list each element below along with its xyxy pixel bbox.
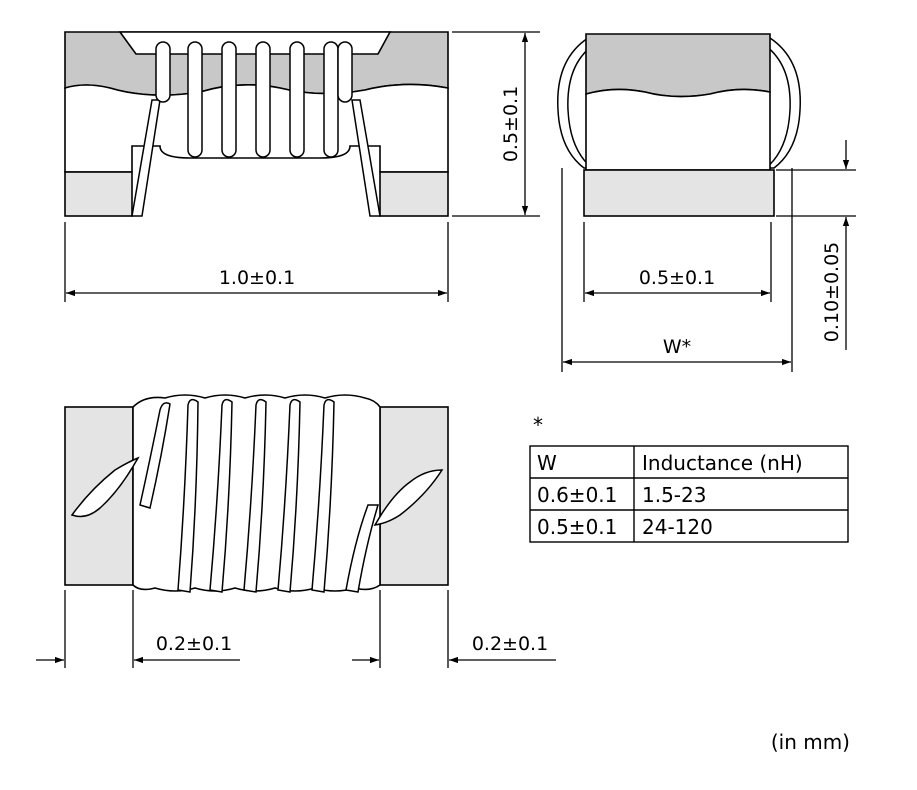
dim-bottom-right-terminal: 0.2±0.1 [352,590,556,668]
table-cell: 0.6±0.1 [537,483,617,507]
top-view-lead-right [373,469,444,526]
dim-bottom-left-terminal: 0.2±0.1 [36,590,240,668]
dim-end-total-width: W* [561,168,793,372]
top-view-lead-left [70,456,140,518]
table-header-inductance: Inductance (nH) [642,451,803,475]
top-view-coil [139,398,380,593]
dim-end-width: 0.5±0.1 [583,222,772,302]
dim-side-length-label: 1.0±0.1 [219,267,295,289]
end-view-core [585,88,771,171]
table-footnote-mark: * [533,413,543,437]
inductance-table: * W Inductance (nH) 0.6±0.1 1.5-23 0.5±0… [529,413,849,543]
table-cell: 1.5-23 [642,483,706,507]
side-view-terminal-left [64,171,133,217]
dim-bottom-left-terminal-label: 0.2±0.1 [156,633,232,655]
side-view-coil [155,41,353,158]
dim-side-height: 0.5±0.1 [452,31,540,217]
end-view-wire-right [763,36,801,169]
end-view-terminal [583,169,775,217]
dim-side-height-label: 0.5±0.1 [500,86,522,162]
end-view [557,33,801,217]
dim-end-total-width-label: W* [663,336,691,358]
units-note: (in mm) [771,730,850,754]
dim-side-length: 1.0±0.1 [64,222,449,302]
dim-end-width-label: 0.5±0.1 [639,267,715,289]
side-view-lead-right [351,99,381,217]
top-view [64,394,449,593]
table-cell: 24-120 [642,515,713,539]
dim-bottom-right-terminal-label: 0.2±0.1 [472,633,548,655]
end-view-body [585,33,771,98]
dim-end-terminal-height: 0.10±0.05 [776,140,856,350]
side-view-terminal-right [379,171,449,217]
dim-end-terminal-height-label: 0.10±0.05 [821,242,843,343]
table-cell: 0.5±0.1 [537,515,617,539]
side-view [64,31,449,217]
table-header-w: W [537,451,557,475]
